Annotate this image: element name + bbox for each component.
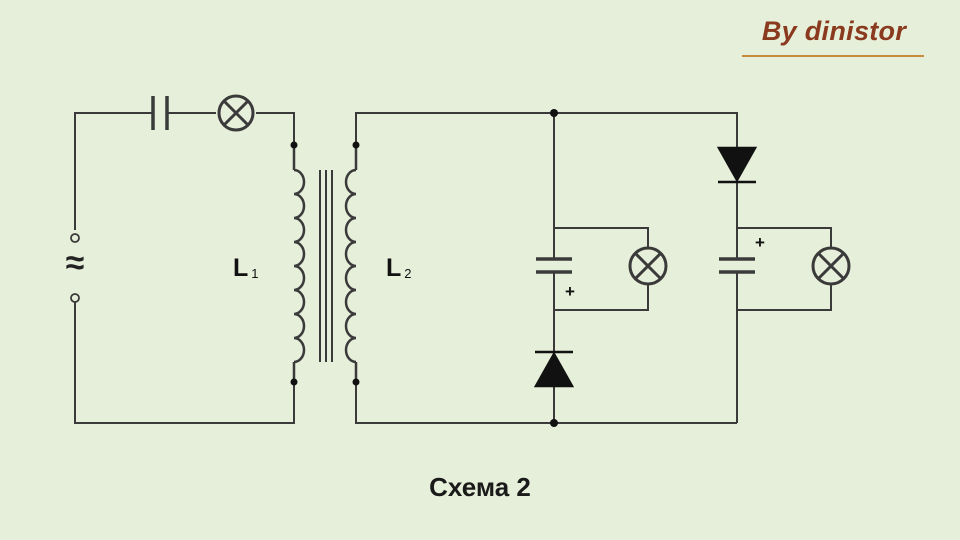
watermark-underline bbox=[742, 55, 924, 57]
input-capacitor bbox=[151, 96, 169, 130]
junction-dots bbox=[290, 109, 558, 427]
primary-coil bbox=[292, 145, 306, 382]
transformer-core bbox=[319, 170, 333, 362]
ac-source-symbol: ≈ bbox=[66, 244, 85, 282]
left-capacitor bbox=[536, 257, 572, 274]
primary-wiring bbox=[74, 112, 295, 424]
author-watermark: By dinistor bbox=[761, 16, 907, 46]
secondary-coil bbox=[344, 145, 358, 382]
left-capacitor-plus: + bbox=[565, 282, 575, 301]
ac-source-terminals bbox=[70, 233, 80, 303]
right-capacitor bbox=[719, 257, 755, 274]
right-capacitor-plus: + bbox=[755, 233, 765, 252]
left-lamp-icon bbox=[628, 246, 668, 286]
primary-lamp-icon bbox=[217, 94, 255, 132]
diagram-caption: Схема 2 bbox=[429, 472, 531, 502]
left-diode-icon bbox=[533, 350, 575, 388]
right-lamp-icon bbox=[811, 246, 851, 286]
secondary-wiring bbox=[355, 112, 832, 424]
right-diode-icon bbox=[716, 146, 758, 184]
